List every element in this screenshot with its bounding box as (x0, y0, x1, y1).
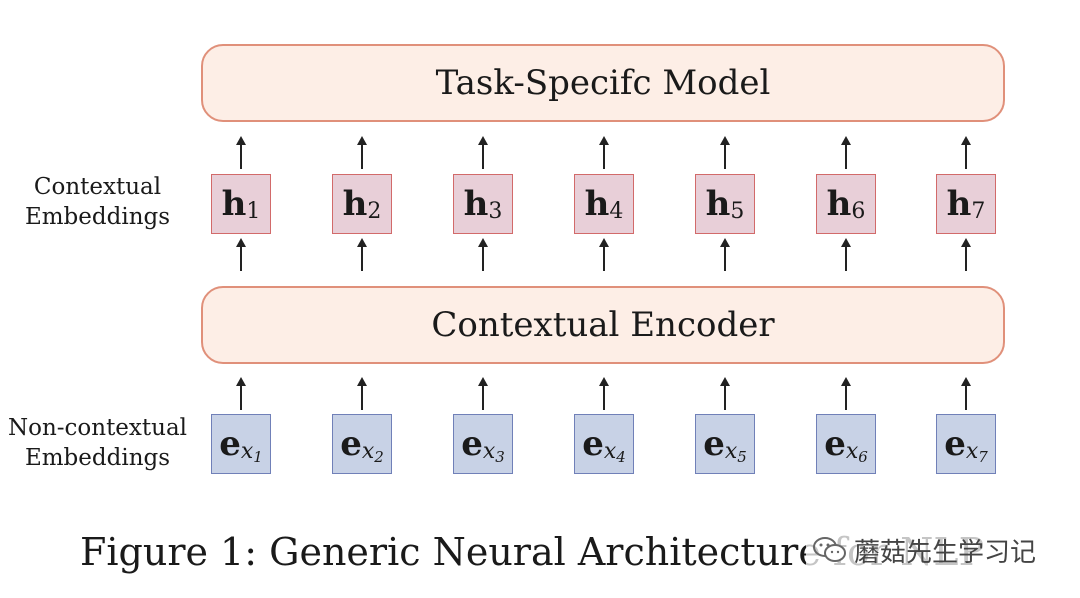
up-arrow-icon (478, 238, 488, 271)
up-arrow-icon (961, 136, 971, 169)
up-arrow-icon (599, 238, 609, 271)
h-subscript: 6 (851, 198, 866, 224)
up-arrow-icon (599, 136, 609, 169)
up-arrow-icon (478, 377, 488, 410)
up-arrow-icon (961, 238, 971, 271)
h-base: h (342, 184, 368, 224)
h-base: h (463, 184, 489, 224)
up-arrow-icon (720, 377, 730, 410)
up-arrow-icon (478, 136, 488, 169)
e-base: e (582, 424, 604, 464)
non-contextual-embeddings-label: Non-contextual Embeddings (0, 413, 195, 473)
up-arrow-icon (841, 377, 851, 410)
e-subsubscript: 4 (616, 447, 626, 466)
h-base: h (705, 184, 731, 224)
contextual-label-line-2: Embeddings (24, 204, 171, 230)
contextual-encoder-label: Contextual Encoder (431, 305, 775, 345)
e-base: e (461, 424, 483, 464)
up-arrow-icon (357, 136, 367, 169)
e-subscript: x3 (482, 438, 505, 466)
up-arrow-icon (357, 377, 367, 410)
up-arrow-icon (236, 136, 246, 169)
noncontextual-label-line-1: Non-contextual (7, 415, 188, 441)
h-subscript: 5 (730, 198, 745, 224)
noncontextual-label-line-2: Embeddings (24, 445, 171, 471)
e-subsubscript: 1 (253, 447, 263, 466)
up-arrow-icon (961, 377, 971, 410)
h-subscript: 7 (971, 198, 986, 224)
h-base: h (826, 184, 852, 224)
e-subsubscript: 6 (858, 447, 868, 466)
h-subscript: 3 (488, 198, 503, 224)
contextual-embeddings-label: Contextual Embeddings (0, 172, 195, 232)
watermark-text: 蘑菇先生学习记 (854, 537, 1037, 568)
e-base: e (944, 424, 966, 464)
contextual-encoder-box: Contextual Encoder (201, 286, 1005, 364)
h-subscript: 2 (367, 198, 382, 224)
up-arrow-icon (720, 136, 730, 169)
up-arrow-icon (236, 238, 246, 271)
e-base: e (824, 424, 846, 464)
h-subscript: 1 (246, 198, 261, 224)
e-subscript: x6 (845, 438, 868, 466)
e-subsubscript: 7 (978, 447, 988, 466)
h-base: h (584, 184, 610, 224)
e-base: e (703, 424, 725, 464)
up-arrow-icon (236, 377, 246, 410)
up-arrow-icon (841, 136, 851, 169)
up-arrow-icon (599, 377, 609, 410)
h-base: h (946, 184, 972, 224)
e-subscript: x5 (724, 438, 747, 466)
e-subscript: x4 (603, 438, 626, 466)
watermark: 蘑菇先生学习记 (806, 530, 1043, 570)
wechat-icon (813, 537, 846, 562)
e-base: e (219, 424, 241, 464)
e-subscript: x2 (361, 438, 384, 466)
e-subscript: x1 (240, 438, 263, 466)
up-arrow-icon (720, 238, 730, 271)
up-arrow-icon (357, 238, 367, 271)
e-subsubscript: 5 (737, 447, 747, 466)
contextual-label-line-1: Contextual (33, 174, 162, 200)
e-subsubscript: 2 (374, 447, 384, 466)
h-subscript: 4 (609, 198, 624, 224)
e-subscript: x7 (965, 438, 988, 466)
task-specific-model-box: Task-Specifc Model (201, 44, 1005, 122)
h-base: h (221, 184, 247, 224)
e-subsubscript: 3 (495, 447, 505, 466)
up-arrow-icon (841, 238, 851, 271)
e-base: e (340, 424, 362, 464)
task-specific-model-label: Task-Specifc Model (435, 63, 771, 103)
